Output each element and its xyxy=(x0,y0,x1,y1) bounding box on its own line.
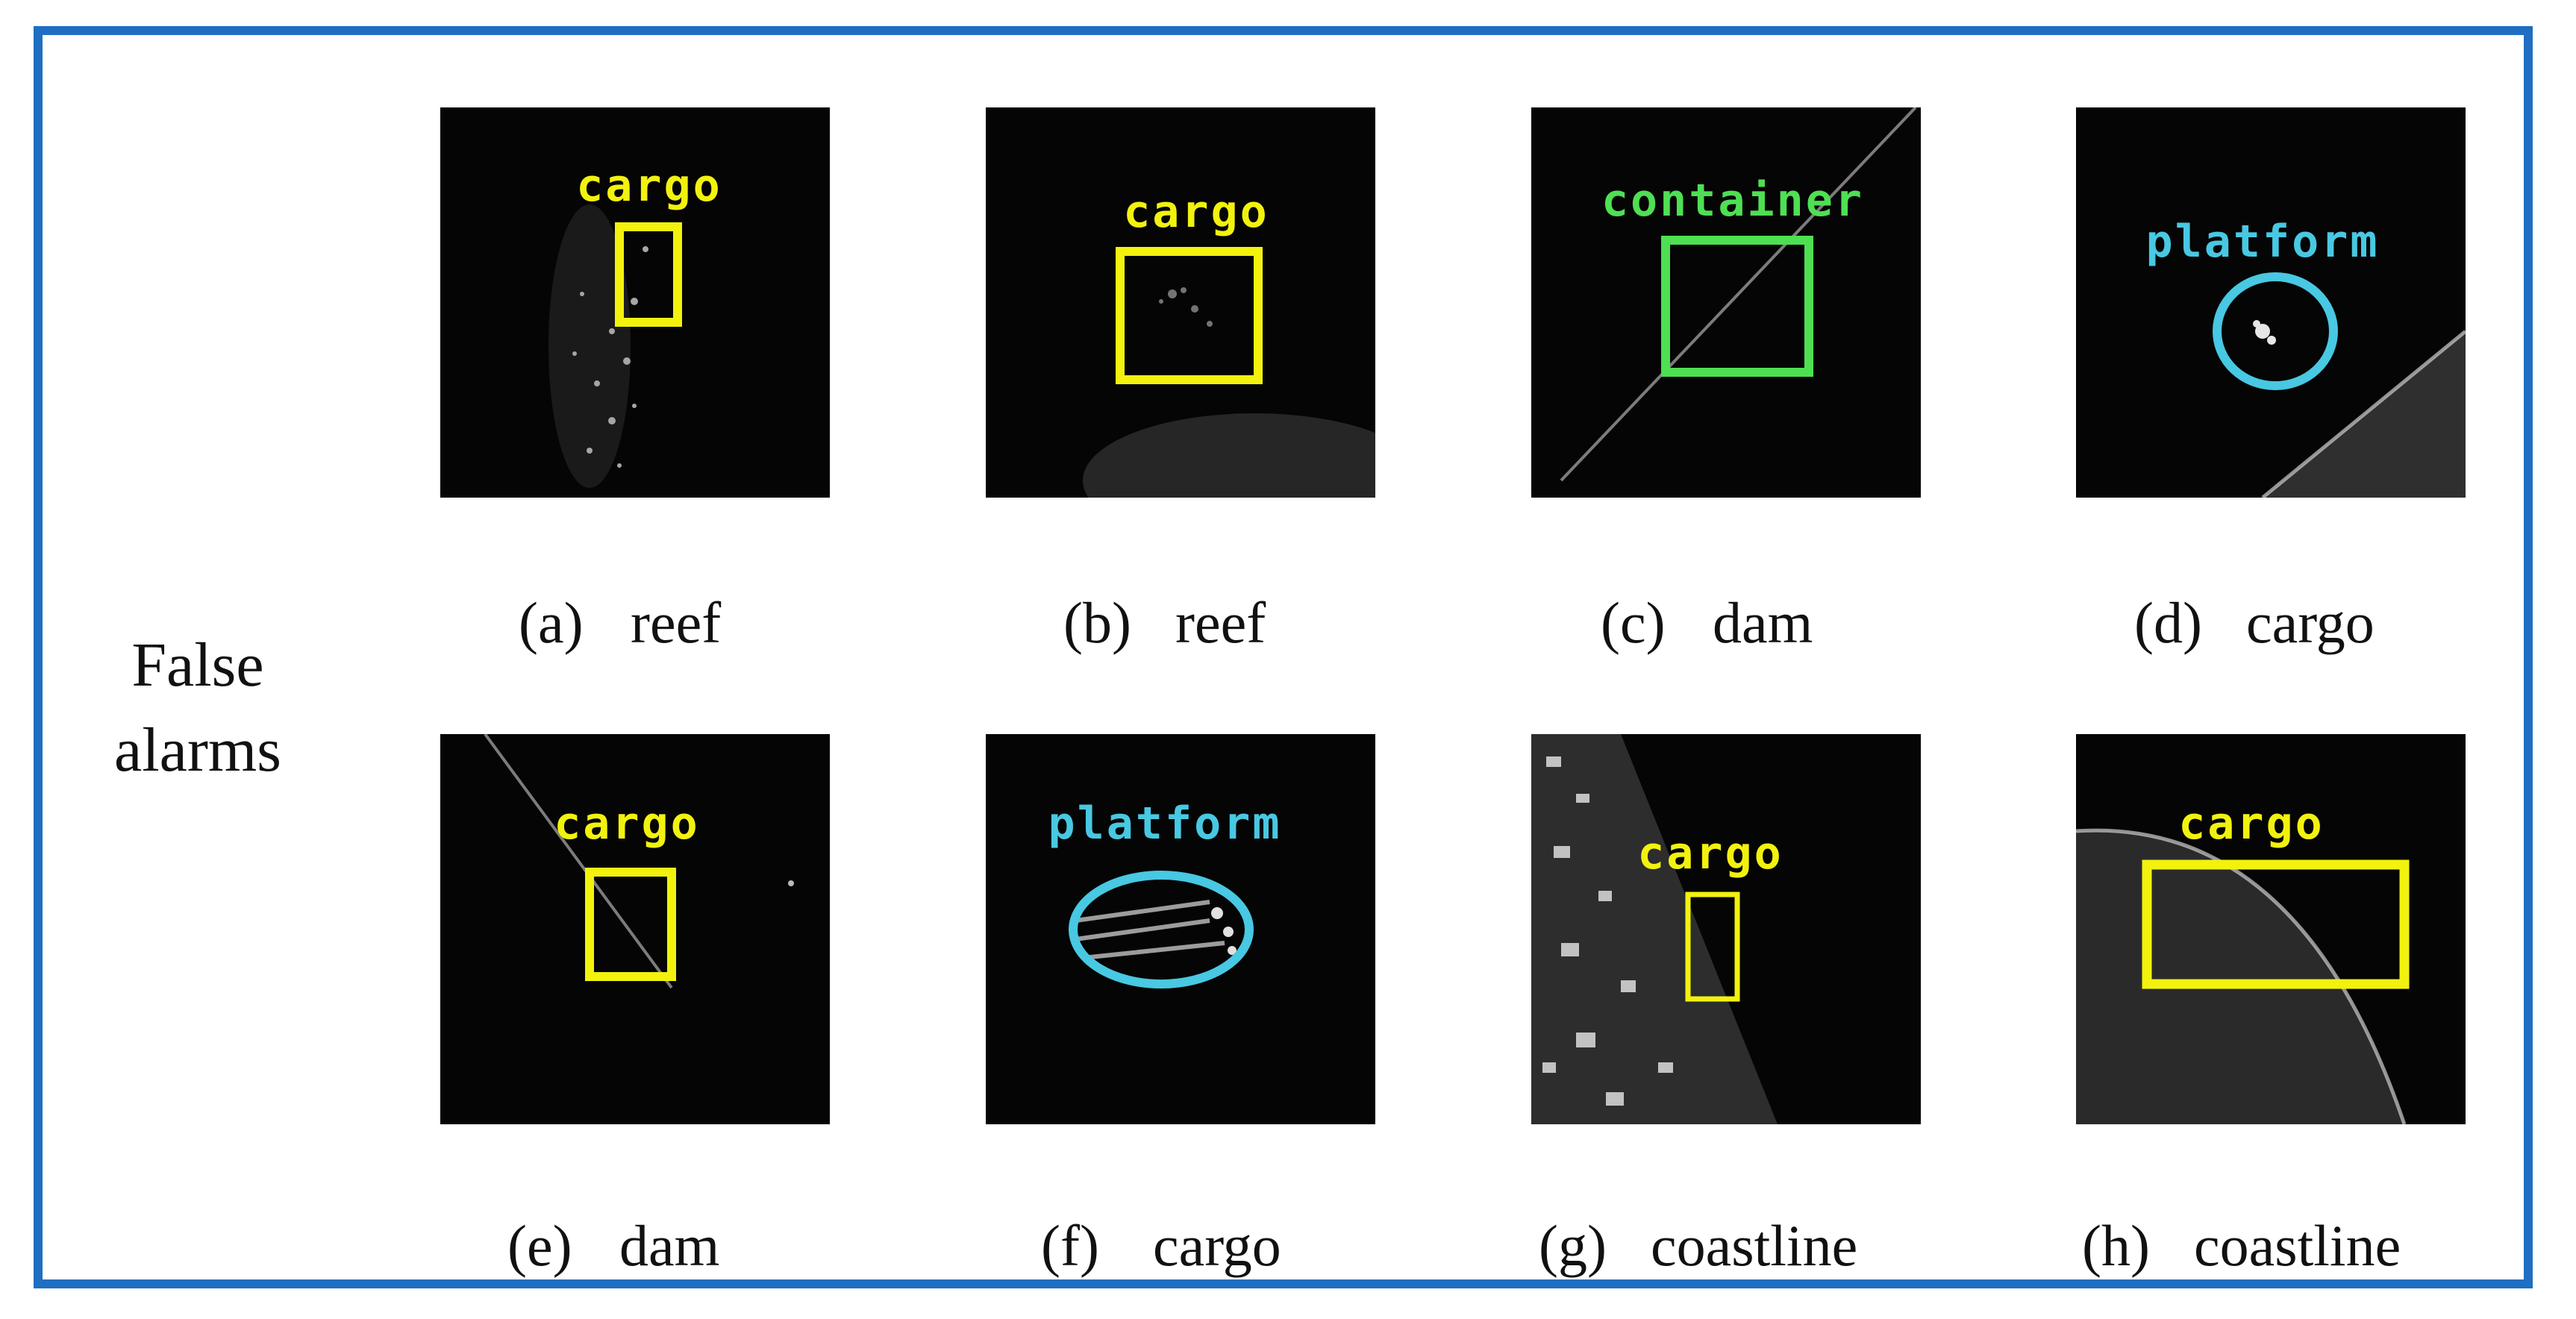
sar-image-g: cargo xyxy=(1531,734,1921,1124)
caption-c: (c)dam xyxy=(1601,590,1813,655)
detection-label-f: platform xyxy=(1048,798,1282,850)
detection-label-a: cargo xyxy=(576,160,722,212)
caption-g: (g)coastline xyxy=(1539,1213,1858,1278)
caption-a: (a)reef xyxy=(519,590,722,655)
detection-label-e: cargo xyxy=(554,798,700,850)
detection-label-b: cargo xyxy=(1123,186,1269,238)
sar-image-d: platform xyxy=(2076,107,2466,498)
detection-label-h: cargo xyxy=(2178,798,2325,850)
caption-h: (h)coastline xyxy=(2082,1213,2401,1278)
row-label-false-alarms: False alarms xyxy=(114,630,281,785)
sar-image-e: cargo xyxy=(440,734,830,1124)
caption-b: (b)reef xyxy=(1063,590,1266,655)
detection-label-c: container xyxy=(1601,175,1864,227)
detection-label-d: platform xyxy=(2146,216,2380,268)
sar-image-c: container xyxy=(1531,107,1921,498)
sar-image-h: cargo xyxy=(2076,734,2466,1124)
caption-e: (e)dam xyxy=(507,1213,720,1278)
caption-d: (d)cargo xyxy=(2134,590,2375,655)
caption-f: (f)cargo xyxy=(1041,1213,1281,1278)
sar-image-f: platform xyxy=(986,734,1375,1124)
sar-image-a: cargo xyxy=(440,107,830,498)
detection-label-g: cargo xyxy=(1637,827,1783,880)
sar-image-b: cargo xyxy=(986,107,1375,498)
